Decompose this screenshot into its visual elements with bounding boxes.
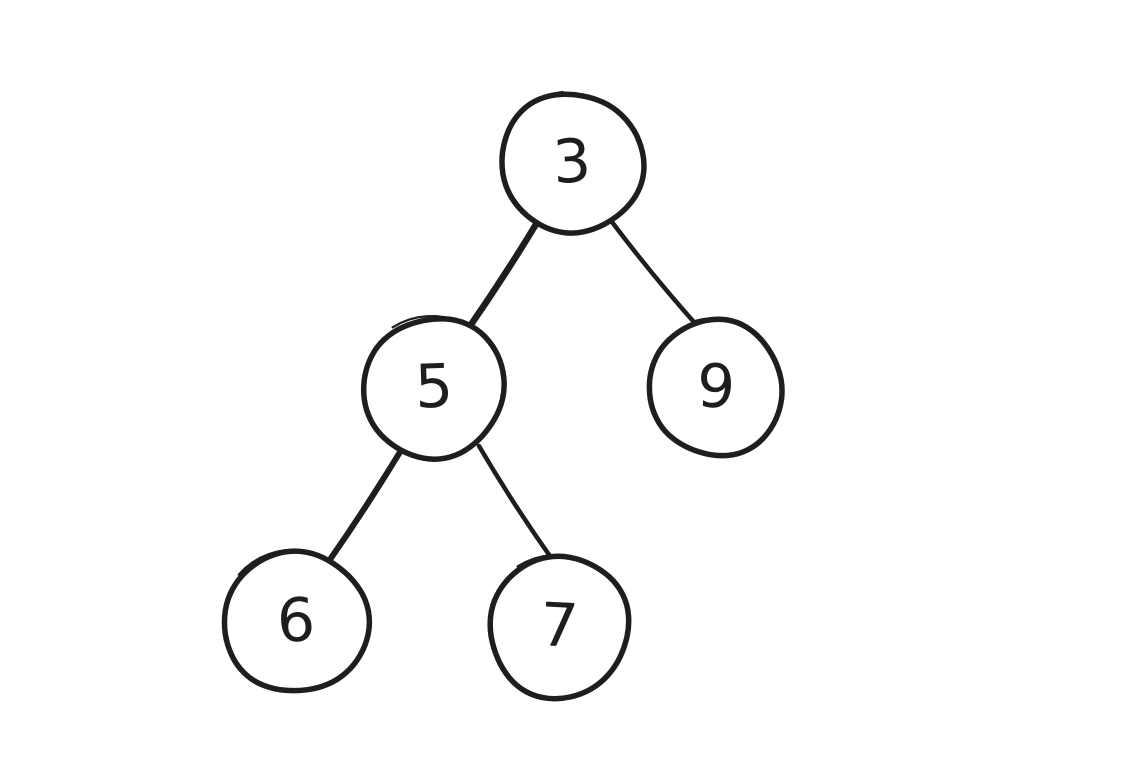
tree-nodes: 3 5 9 6 7 <box>221 90 785 702</box>
tree-node-9: 9 <box>646 316 785 459</box>
node-label: 7 <box>538 590 580 662</box>
node-circle-seam <box>237 548 288 576</box>
edge-3-9 <box>609 219 704 333</box>
node-label: 6 <box>276 585 317 656</box>
tree-edges <box>326 217 704 564</box>
node-circle-seam <box>692 317 746 327</box>
tree-node-3: 3 <box>499 90 647 236</box>
tree-node-5: 5 <box>360 314 507 462</box>
node-circle <box>499 91 647 236</box>
tree-node-6: 6 <box>221 548 373 694</box>
node-label: 9 <box>696 351 737 422</box>
edge-5-7 <box>476 443 555 562</box>
node-circle <box>360 316 507 462</box>
node-circle <box>487 553 632 702</box>
node-circle-seam <box>516 553 571 568</box>
edge-3-5 <box>464 217 542 333</box>
tree-node-7: 7 <box>487 553 632 702</box>
edge-5-6 <box>326 449 403 564</box>
node-circle <box>221 548 373 694</box>
node-circle-seam <box>514 90 564 118</box>
node-label: 5 <box>414 351 455 422</box>
node-circle-seam <box>391 314 446 329</box>
node-label: 3 <box>551 126 593 198</box>
